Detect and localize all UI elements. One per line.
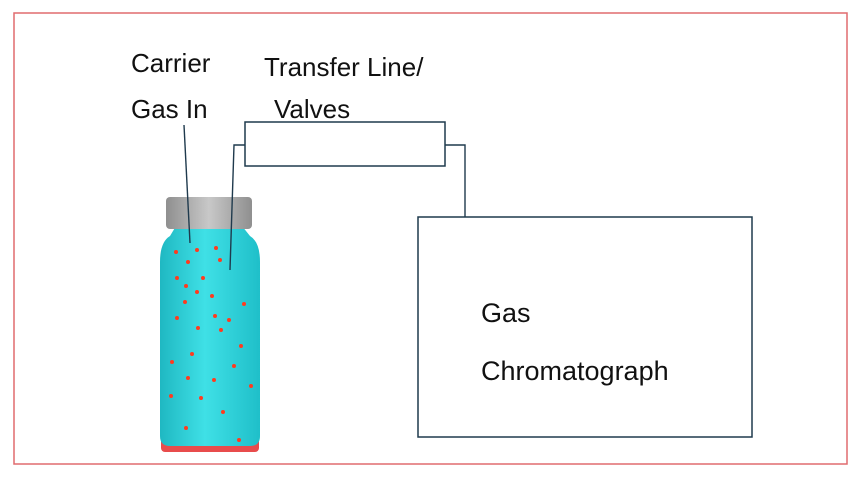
particle-dot bbox=[184, 284, 188, 288]
carrier-gas-label: Carrier Gas In bbox=[131, 40, 210, 132]
gc-connector bbox=[445, 144, 466, 217]
particle-dot bbox=[196, 326, 200, 330]
transfer-needle bbox=[229, 144, 245, 271]
particle-dot bbox=[212, 378, 216, 382]
particle-dot bbox=[175, 276, 179, 280]
vial-body bbox=[160, 226, 260, 446]
particle-dot bbox=[183, 300, 187, 304]
particle-dot bbox=[232, 364, 236, 368]
transfer-label-line2: Valves bbox=[274, 94, 351, 124]
particle-dot bbox=[219, 328, 223, 332]
particle-dot bbox=[195, 290, 199, 294]
particle-dot bbox=[201, 276, 205, 280]
outer-frame bbox=[13, 12, 848, 465]
particle-dot bbox=[221, 410, 225, 414]
particle-dot bbox=[174, 250, 178, 254]
transfer-label-line1: Transfer Line/ bbox=[264, 52, 424, 82]
carrier-label-line1: Carrier bbox=[131, 48, 211, 78]
carrier-label-line2: Gas In bbox=[131, 94, 208, 124]
carrier-gas-needle bbox=[183, 124, 191, 244]
transfer-line-box bbox=[244, 121, 446, 167]
gc-label-line2: Chromatograph bbox=[481, 356, 669, 386]
particle-dot bbox=[190, 352, 194, 356]
particle-dot bbox=[239, 344, 243, 348]
sample-vial bbox=[160, 197, 260, 452]
vial-cap bbox=[166, 197, 252, 229]
particle-dot bbox=[227, 318, 231, 322]
particle-dot bbox=[210, 294, 214, 298]
particle-dot bbox=[237, 438, 241, 442]
particle-dot bbox=[218, 258, 222, 262]
particle-dot bbox=[170, 360, 174, 364]
particle-dot bbox=[213, 314, 217, 318]
particle-dot bbox=[195, 248, 199, 252]
particle-dot bbox=[214, 246, 218, 250]
gc-label-line1: Gas bbox=[481, 298, 531, 328]
particle-dot bbox=[186, 376, 190, 380]
particle-dot bbox=[175, 316, 179, 320]
particle-dot bbox=[186, 260, 190, 264]
particle-dot bbox=[199, 396, 203, 400]
particle-dot bbox=[169, 394, 173, 398]
gas-chromatograph-box bbox=[417, 216, 753, 438]
sample-particles bbox=[169, 246, 253, 442]
particle-dot bbox=[249, 384, 253, 388]
gas-chromatograph-label: Gas Chromatograph bbox=[481, 284, 669, 400]
particle-dot bbox=[184, 426, 188, 430]
particle-dot bbox=[242, 302, 246, 306]
transfer-line-label: Transfer Line/ Valves bbox=[264, 46, 423, 130]
